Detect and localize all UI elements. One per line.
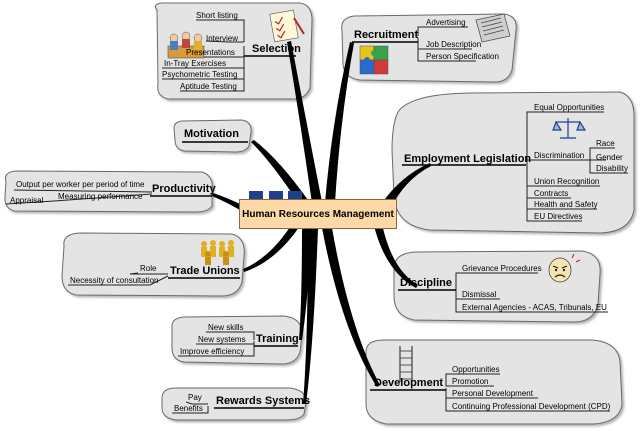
trade-unions-title: Trade Unions bbox=[170, 265, 240, 277]
employment-item: EU Directives bbox=[534, 212, 583, 221]
employment-bubble bbox=[391, 91, 635, 234]
rewards-bubble bbox=[161, 387, 307, 421]
checklist-icon bbox=[269, 9, 305, 43]
branch-to-development bbox=[322, 228, 380, 387]
development-item: Opportunities bbox=[452, 365, 500, 374]
recruitment-title: Recruitment bbox=[354, 29, 419, 41]
title-underlines bbox=[150, 41, 526, 409]
people-meeting-icon bbox=[167, 31, 205, 59]
selection-item: Presentations bbox=[186, 48, 235, 57]
recruitment-item: Advertising bbox=[426, 18, 466, 27]
employment-item: Discrimination bbox=[534, 151, 585, 160]
angry-face-icon bbox=[548, 253, 581, 283]
branch-to-employment bbox=[380, 163, 431, 210]
training-item: Improve efficiency bbox=[180, 347, 245, 356]
employment-item: Equal Opportunities bbox=[534, 103, 605, 112]
branch-to-productivity bbox=[212, 193, 242, 210]
motivation-title: Motivation bbox=[184, 128, 239, 140]
training-title: Training bbox=[256, 333, 299, 345]
branch-to-trade-unions bbox=[243, 224, 300, 272]
puzzle-icon bbox=[359, 45, 389, 75]
employment-item: Contracts bbox=[534, 189, 569, 198]
central-topic: Human Resources Management bbox=[239, 199, 397, 229]
branch-to-recruitment bbox=[325, 42, 354, 203]
branch-to-discipline bbox=[374, 224, 418, 288]
development-item: Continuing Professional Development (CPD… bbox=[452, 402, 611, 411]
rewards-item: Benefits bbox=[174, 404, 203, 413]
discrimination-item: Gender bbox=[596, 153, 623, 162]
training-bubble bbox=[171, 315, 303, 365]
blue-tabs bbox=[249, 191, 302, 199]
employment-item: Union Recognition bbox=[534, 177, 600, 186]
trade-unions-item: Role bbox=[140, 264, 157, 273]
discrimination-item: Disability bbox=[596, 164, 629, 173]
rewards-item: Pay bbox=[188, 393, 202, 402]
employment-item: Health and Safety bbox=[534, 200, 598, 209]
sub-connectors bbox=[5, 19, 628, 414]
branch-to-motivation bbox=[251, 140, 310, 205]
scales-icon bbox=[552, 118, 587, 139]
selection-item: Interview bbox=[206, 34, 239, 43]
selection-item: Psychometric Testing bbox=[162, 70, 238, 79]
training-item: New systems bbox=[198, 335, 246, 344]
development-bubble bbox=[365, 339, 623, 425]
employment-title: Employment Legislation bbox=[404, 153, 532, 165]
productivity-item: Output per worker per period of time bbox=[16, 180, 145, 189]
recruitment-item: Job Description bbox=[426, 40, 482, 49]
productivity-item: Appraisal bbox=[10, 196, 44, 205]
selection-item: Short listing bbox=[196, 11, 238, 20]
development-item: Promotion bbox=[452, 377, 489, 386]
blue-tab bbox=[249, 191, 263, 199]
blue-tab bbox=[269, 191, 283, 199]
trade-unions-bubble bbox=[61, 232, 245, 297]
branch-to-selection bbox=[287, 41, 322, 203]
ladder-icon bbox=[399, 346, 413, 382]
branch-to-rewards bbox=[303, 228, 318, 404]
selection-item: In-Tray Exercises bbox=[164, 59, 226, 68]
branch-lines bbox=[212, 41, 431, 404]
blue-tab bbox=[288, 191, 302, 199]
discipline-item: Dismissal bbox=[462, 290, 497, 299]
training-item: New skills bbox=[208, 323, 244, 332]
discipline-item: External Agencies - ACAS, Tribunals, EU bbox=[462, 303, 607, 312]
branch-bubbles bbox=[4, 2, 635, 425]
discipline-bubble bbox=[393, 250, 601, 323]
discrimination-item: Race bbox=[596, 139, 615, 148]
rewards-title: Rewards Systems bbox=[216, 395, 311, 407]
productivity-item: Measuring performance bbox=[58, 192, 143, 201]
selection-item: Aptitude Testing bbox=[180, 82, 237, 91]
discipline-title: Discipline bbox=[400, 277, 452, 289]
selection-title: Selection bbox=[252, 43, 301, 55]
productivity-title: Productivity bbox=[152, 183, 216, 195]
discipline-item: Grievance Procedures bbox=[462, 264, 542, 273]
development-title: Development bbox=[374, 377, 444, 389]
recruitment-item: Person Specification bbox=[426, 52, 499, 61]
development-item: Personal Development bbox=[452, 389, 533, 398]
motivation-bubble bbox=[173, 119, 252, 153]
crowd-icon bbox=[201, 240, 234, 265]
trade-unions-item: Necessity of consultation bbox=[70, 276, 159, 285]
newspaper-icon bbox=[475, 13, 511, 43]
